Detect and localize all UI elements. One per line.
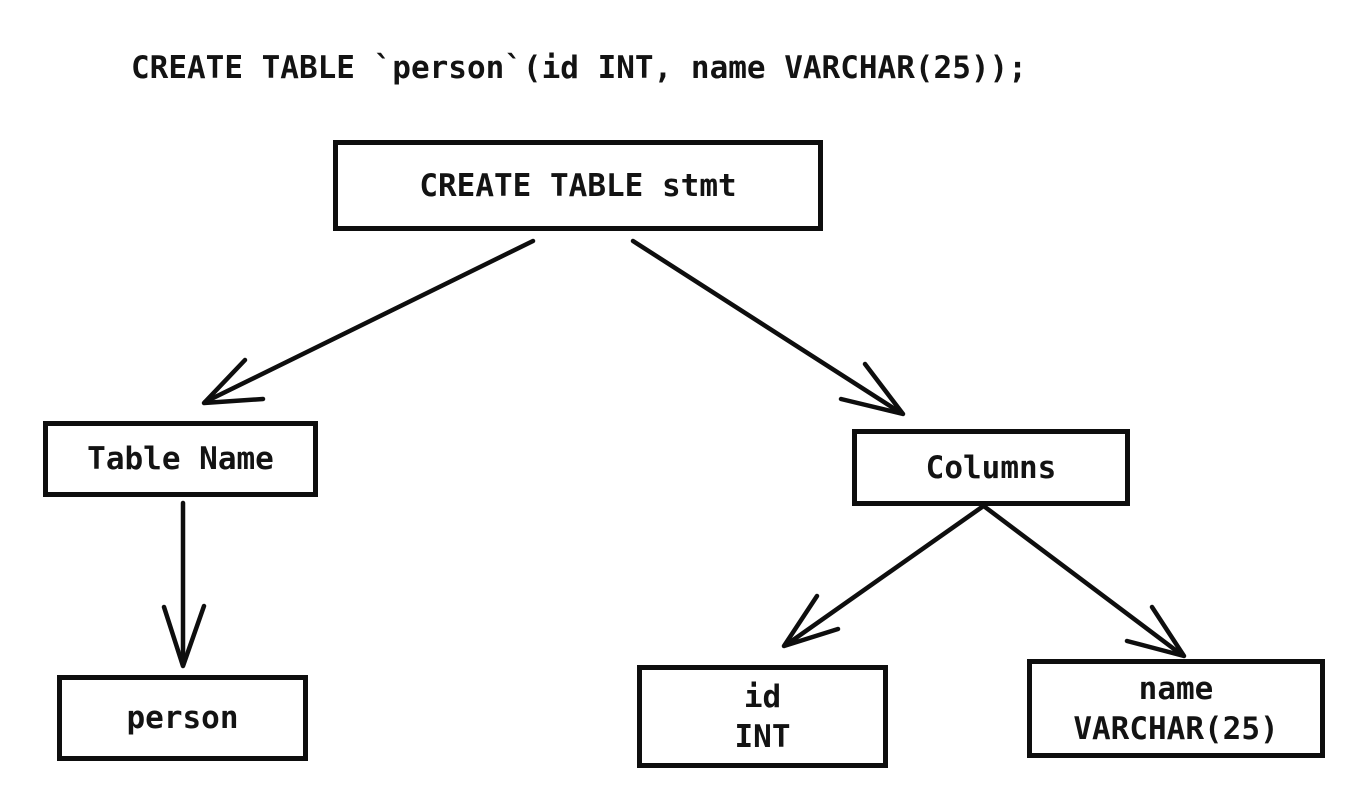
node-person-label: person [126, 700, 239, 736]
node-name-varchar-line1: name [1138, 670, 1214, 707]
node-create-table-stmt: CREATE TABLE stmt [333, 140, 823, 231]
sql-statement-text: CREATE TABLE `person`(id INT, name VARCH… [131, 50, 1027, 86]
edge-table-name-to-person [161, 500, 207, 669]
node-person: person [57, 675, 308, 761]
node-table-name: Table Name [43, 421, 318, 497]
node-id-int-line2: INT [734, 718, 791, 755]
node-name-varchar-line2: VARCHAR(25) [1073, 710, 1279, 747]
edge-stmt-to-table-name [201, 238, 536, 406]
edge-stmt-to-columns [630, 238, 906, 417]
edge-columns-to-id [781, 504, 985, 649]
node-columns: Columns [852, 429, 1130, 506]
edge-columns-to-name [982, 504, 1187, 659]
node-id-int: id INT [637, 665, 888, 768]
node-id-int-line1: id [743, 678, 782, 715]
node-name-varchar: name VARCHAR(25) [1027, 659, 1325, 758]
node-table-name-label: Table Name [87, 441, 274, 477]
node-create-table-stmt-label: CREATE TABLE stmt [419, 167, 737, 204]
node-columns-label: Columns [925, 449, 1057, 486]
